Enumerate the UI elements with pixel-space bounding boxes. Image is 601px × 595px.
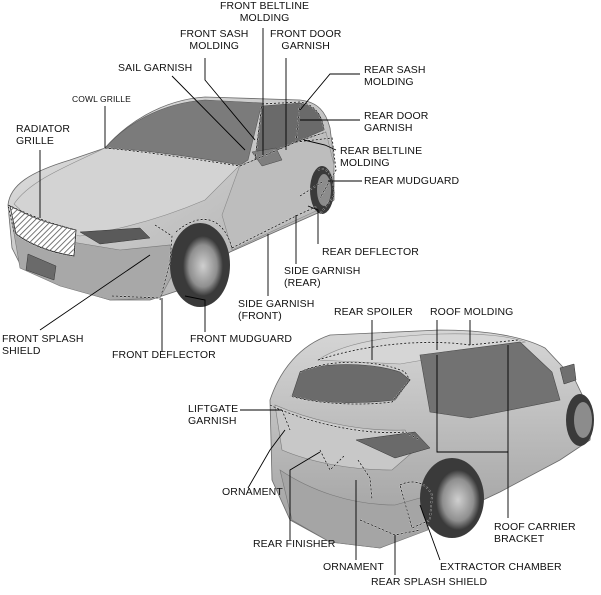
label-front-door-garnish: FRONT DOOR GARNISH [270, 28, 341, 52]
label-ornament-upper: ORNAMENT [222, 486, 283, 498]
rear-wheel-rim-near [436, 470, 480, 530]
rear-wheel-rim-far [574, 402, 592, 438]
label-sail-garnish: SAIL GARNISH [118, 62, 192, 74]
label-rear-door-garnish: REAR DOOR GARNISH [364, 110, 429, 134]
label-rear-spoiler: REAR SPOILER [334, 306, 413, 318]
label-front-sash-molding: FRONT SASH MOLDING [180, 28, 248, 52]
label-rear-beltline-molding: REAR BELTLINE MOLDING [340, 145, 422, 169]
label-front-splash-shield: FRONT SPLASH SHIELD [2, 333, 84, 357]
label-rear-mudguard: REAR MUDGUARD [364, 175, 459, 187]
label-liftgate-garnish: LIFTGATE GARNISH [188, 403, 238, 427]
label-radiator-grille: RADIATOR GRILLE [16, 123, 70, 147]
label-extractor-chamber: EXTRACTOR CHAMBER [440, 561, 562, 573]
label-side-garnish-front: SIDE GARNISH (FRONT) [238, 298, 314, 322]
label-roof-molding: ROOF MOLDING [430, 306, 513, 318]
rear-window [292, 365, 410, 403]
front-wheel-rim-front [183, 236, 223, 296]
label-front-beltline-molding: FRONT BELTLINE MOLDING [220, 0, 309, 24]
label-ornament-lower: ORNAMENT [323, 561, 384, 573]
front-wheel-rim-rear [317, 174, 331, 206]
rear-vehicle [270, 330, 594, 548]
label-roof-carrier-bracket: ROOF CARRIER BRACKET [494, 521, 576, 545]
label-side-garnish-rear: SIDE GARNISH (REAR) [284, 265, 360, 289]
label-front-deflector: FRONT DEFLECTOR [112, 349, 216, 361]
label-cowl-grille: COWL GRILLE [72, 94, 131, 104]
label-rear-finisher: REAR FINISHER [253, 538, 335, 550]
label-front-mudguard: FRONT MUDGUARD [190, 333, 292, 345]
label-rear-splash-shield: REAR SPLASH SHIELD [371, 576, 487, 588]
label-rear-sash-molding: REAR SASH MOLDING [364, 64, 426, 88]
label-rear-deflector: REAR DEFLECTOR [322, 246, 419, 258]
